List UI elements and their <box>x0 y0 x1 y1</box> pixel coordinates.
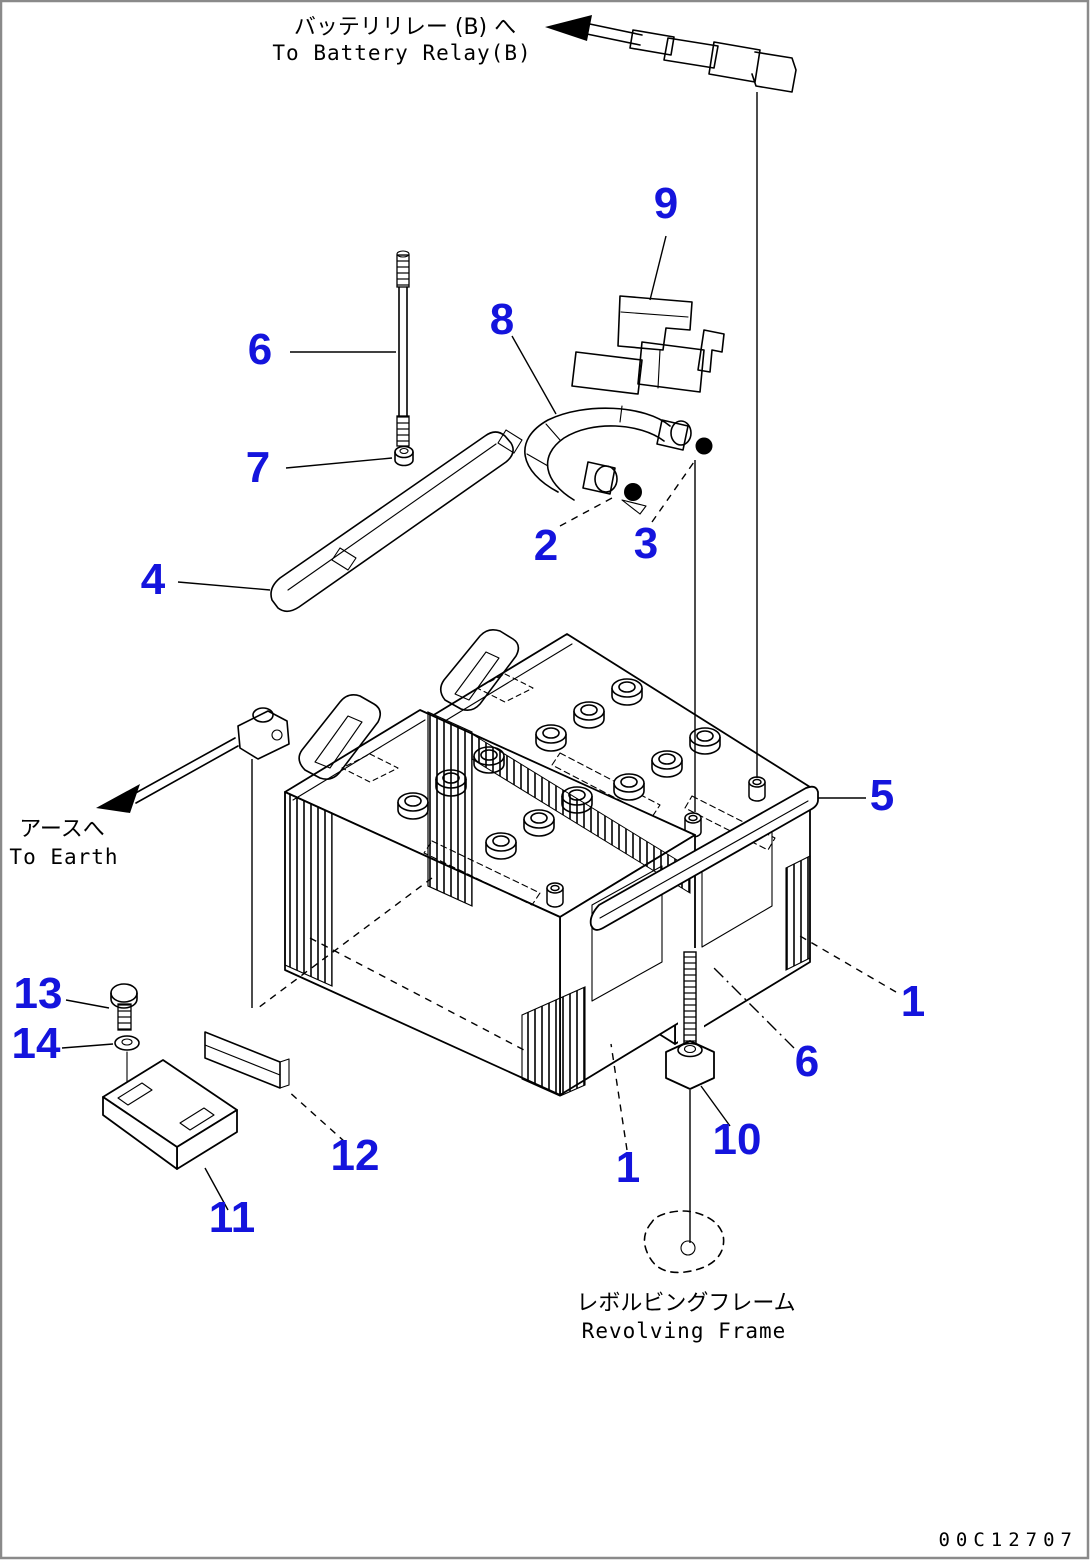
holddown-frame-exploded <box>270 429 523 613</box>
bolt-part13 <box>110 983 138 1031</box>
frame-label-jp: レボルビングフレーム <box>576 1291 795 1316</box>
arrow-to-relay <box>545 15 592 41</box>
battery-handle-front <box>298 694 382 780</box>
revolving-frame-blob <box>643 1090 725 1274</box>
drawing-number: 00C12707 <box>938 1529 1078 1551</box>
frame-label-en: Revolving Frame <box>582 1319 787 1343</box>
callout-1-bottom: 1 <box>616 1143 640 1192</box>
callout-12: 12 <box>331 1131 380 1180</box>
callout-2: 2 <box>534 521 558 570</box>
relay-label-en: To Battery Relay(B) <box>272 41 531 65</box>
earth-label-en: To Earth <box>9 845 118 869</box>
callout-6-bottom: 6 <box>795 1037 819 1086</box>
callout-5: 5 <box>870 771 894 820</box>
callout-1-right: 1 <box>901 977 925 1026</box>
callout-4: 4 <box>141 555 166 604</box>
callout-3: 3 <box>634 519 658 568</box>
battery-terminal-cap <box>748 776 766 802</box>
relay-label-jp: バッテリリレー (B) へ <box>294 15 516 40</box>
callout-numbers: 9 6 8 7 2 3 4 5 1 13 14 6 10 1 12 11 <box>12 179 926 1242</box>
callout-7: 7 <box>246 443 270 492</box>
nut-part10 <box>665 1040 715 1090</box>
callout-11: 11 <box>209 1193 256 1242</box>
callout-14: 14 <box>12 1019 61 1068</box>
earth-cable <box>96 707 290 1008</box>
earth-label-jp: アースへ <box>19 817 105 842</box>
holddown-frame-installed <box>589 785 819 931</box>
callout-8: 8 <box>490 295 514 344</box>
locator-dashes <box>257 877 525 1051</box>
relay-connector-top <box>545 15 797 778</box>
arrow-to-earth <box>96 784 140 813</box>
callout-6-top: 6 <box>248 325 272 374</box>
battery-cable <box>524 405 671 501</box>
bracket-part11 <box>102 1059 238 1170</box>
nut-part7 <box>394 445 414 467</box>
battery-handle-rear <box>439 629 520 711</box>
callout-13: 13 <box>14 969 63 1018</box>
cable-terminal-3 <box>656 419 713 455</box>
jbolt-rod <box>396 250 410 447</box>
text-annotations: バッテリリレー (B) へ To Battery Relay(B) アースへ T… <box>9 15 1078 1551</box>
callout-10: 10 <box>713 1115 762 1164</box>
callout-leaders <box>61 235 897 1211</box>
connector-part9 <box>571 295 725 395</box>
battery-seam-ribbing <box>427 711 691 907</box>
cable-terminal-2 <box>582 461 647 515</box>
battery-label-plate <box>591 865 663 1002</box>
plate-part12 <box>204 1031 290 1089</box>
callout-9: 9 <box>654 179 678 228</box>
